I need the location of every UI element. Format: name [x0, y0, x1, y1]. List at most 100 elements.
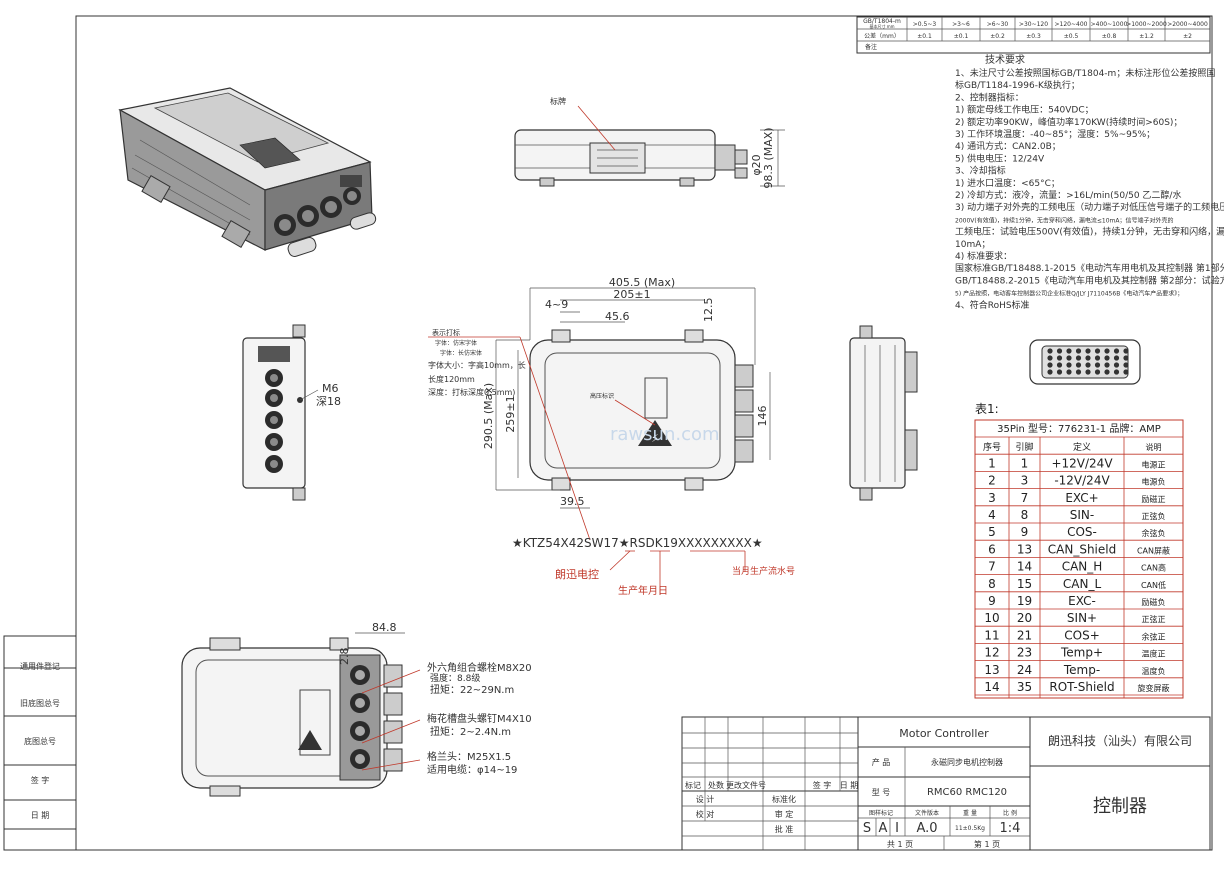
title-block: 标记 处数 更改文件号 签 字 日 期 设 计 校 对 标准化 审 定 批 准 … [681, 716, 1211, 851]
tech-req-line: 2000V(有效值)，持续1分钟，无击穿和闪络，漏电流≤10mA；信号端子对外壳… [955, 216, 1174, 224]
tol-value: ±2 [1183, 33, 1192, 40]
tol-range: >30~120 [1019, 21, 1048, 28]
dim-total-length: 405.5 (Max) [609, 276, 675, 289]
pin-dot [1113, 348, 1120, 354]
pin-table-cell: EXC+ [1065, 491, 1098, 505]
pin-table-cell: EXC- [1068, 594, 1096, 608]
tech-req-line: 2、控制器指标： [955, 91, 1024, 103]
pin-table-cell: CAN_Shield [1048, 542, 1116, 556]
pin-dot [1056, 355, 1063, 361]
pin-table-cell: 励磁负 [1142, 597, 1166, 607]
pin-table-cell: 正弦正 [1142, 614, 1166, 624]
tol-range: >1000~2000 [1126, 21, 1167, 28]
tol-range: >6~30 [987, 21, 1009, 28]
pin-dot [1075, 362, 1082, 368]
tech-req-line: 3) 动力端子对外壳的工频电压（动力端子对低压信号端子的工频电压）耐压：试验电压 [955, 201, 1224, 213]
pin-table-cell: COS+ [1064, 628, 1100, 642]
side-item-3: 底图总号 [24, 736, 56, 746]
tol-value: ±1.2 [1139, 33, 1154, 40]
pin-table-cell: 温度负 [1142, 666, 1166, 676]
pin-table-cell: 19 [1017, 594, 1032, 608]
pin-dot [1104, 348, 1110, 354]
label-serial-num: 当月生产流水号 [732, 565, 795, 577]
bolt1-title: 外六角组合螺栓M8X20 [427, 661, 532, 674]
pin-table-cell: 20 [1017, 611, 1032, 625]
pin-dot [1104, 355, 1110, 361]
pin-dot [1047, 369, 1053, 375]
tol-value: ±0.1 [917, 33, 932, 40]
font-note-1: 字体：仿宋字体 [435, 339, 477, 347]
side-item-5: 日 期 [31, 811, 50, 820]
tech-req-line: 4、符合RoHS标准 [955, 299, 1030, 311]
dim-m6-depth: 深18 [316, 395, 341, 408]
bolt2-title: 梅花槽盘头螺钉M4X10 [427, 712, 532, 725]
pin-table-cell: 9 [988, 594, 996, 608]
tech-req-line: 4) 标准要求： [955, 250, 1012, 262]
model-value: RMC60 RMC120 [927, 787, 1007, 798]
tech-req-line: 标GB/T1184-1996-K级执行； [955, 79, 1080, 91]
tech-req-line: 1) 额定母线工作电压：540VDC； [955, 104, 1094, 116]
pin-dot [1094, 355, 1101, 361]
pin-table-cell: CAN_L [1063, 577, 1102, 591]
pin-table-cell: 24 [1017, 663, 1032, 677]
tech-req-line: 1) 进水口温度：<65°C； [955, 177, 1060, 189]
pin-table-cell: +12V/24V [1051, 456, 1113, 470]
role-check: 校 对 [696, 809, 715, 819]
tol-footer-label: 备注 [865, 43, 877, 51]
pin-table-cell: 3 [1021, 474, 1029, 488]
weight-label: 重 量 [963, 809, 977, 817]
dim-2-8: 2.8 [338, 648, 351, 666]
pin-dot [1094, 362, 1101, 368]
tol-range: >120~400 [1055, 21, 1088, 28]
right-end-view [849, 325, 918, 501]
pin-table-cell: 励磁正 [1142, 494, 1166, 504]
pin-table-cell: SIN- [1070, 508, 1094, 522]
tech-req-line: 1、未注尺寸公差按照国标GB/T1804-m；未标注形位公差按照国 [955, 67, 1215, 79]
pin-table-cell: Temp- [1063, 663, 1100, 677]
dim-4-9: 4~9 [545, 298, 568, 311]
rev-col-4: 签 字 [813, 780, 832, 790]
pin-dot [1085, 355, 1091, 361]
serial-string: ★KTZ54X42SW17★RSDK19XXXXXXXXX★ [512, 536, 763, 550]
gland-core-icon [355, 754, 365, 764]
scale-label: 比 例 [1003, 809, 1017, 817]
mark-a: A [879, 821, 888, 836]
connector-35pin-icon [1029, 339, 1141, 385]
label-brand: 朗迅电控 [555, 567, 599, 581]
drawing-name: 控制器 [1093, 796, 1147, 817]
pin-dot [1056, 362, 1063, 368]
tech-req-line: 国家标准GB/T18488.1-2015《电动汽车用电机及其控制器 第1部分 [955, 262, 1224, 274]
pin-table-col-header: 序号 [983, 441, 1001, 453]
pin-table-cell: 8 [1021, 508, 1029, 522]
mark-label: 图样标记 [869, 809, 893, 817]
tol-row-label: 公差（mm） [864, 32, 900, 40]
pin-table-cell: 23 [1017, 646, 1032, 660]
version-label: 文件版本 [915, 809, 939, 817]
role-review: 审 定 [775, 809, 794, 819]
tech-req-lines: 1、未注尺寸公差按照国标GB/T1804-m；未标注形位公差按照国标GB/T11… [955, 67, 1224, 311]
bottom-view: 84.8 2.8 外六角组合螺栓M8X20 强度：8.8级 扭矩：22~29N.… [181, 621, 532, 797]
pin-dot [1047, 348, 1053, 354]
tech-requirements: 技术要求 1、未注尺寸公差按照国标GB/T1804-m；未标注形位公差按照国标G… [955, 53, 1224, 311]
sheets-total: 共 1 页 [887, 840, 913, 849]
gland-core-icon [355, 698, 365, 708]
tol-range: >2000~4000 [1167, 21, 1208, 28]
role-design: 设 计 [696, 794, 715, 804]
watermark: rawsun.com [610, 424, 720, 445]
pin-dot [1075, 355, 1082, 361]
pin-table-cell: 13 [984, 663, 999, 677]
dim-width-259: 259±1 [504, 395, 517, 432]
pin-dot [1113, 362, 1120, 368]
role-approve: 批 准 [775, 824, 794, 834]
dim-length-205: 205±1 [613, 288, 650, 301]
weight-value: 11±0.5Kg [955, 825, 985, 832]
tol-header-label: GB/T1804-m [863, 18, 901, 25]
tech-req-line: GB/T18488.2-2015《电动汽车用电机及其控制器 第2部分：试验方法 [955, 274, 1224, 286]
gland-core-icon [355, 670, 365, 680]
tech-req-line: 4) 通讯方式：CAN2.0B； [955, 140, 1061, 152]
dim-84-8: 84.8 [372, 621, 397, 634]
pin-dot [1085, 369, 1091, 375]
pin-table-cell: 温度正 [1142, 649, 1166, 659]
